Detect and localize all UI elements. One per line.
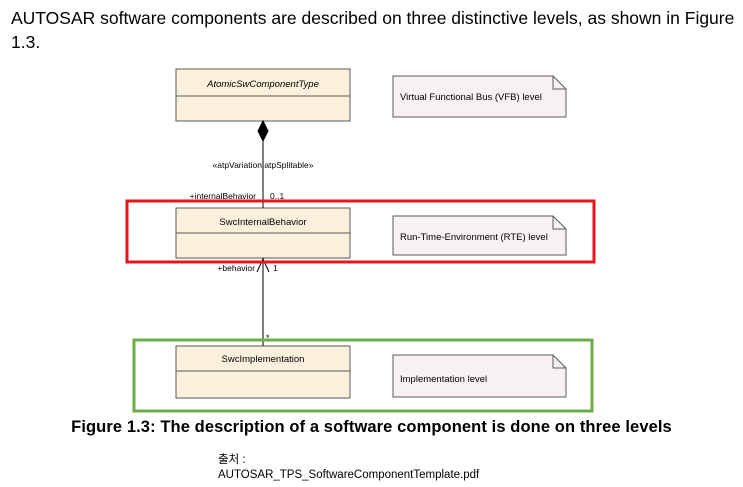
figure-caption: Figure 1.3: The description of a softwar… xyxy=(71,418,672,436)
class-name-atomic: AtomicSwComponentType xyxy=(206,79,319,90)
note-implementation-level: Implementation level xyxy=(392,354,567,398)
intro-paragraph: AUTOSAR software components are describe… xyxy=(11,8,735,52)
note-rte-level: Run-Time-Environment (RTE) level xyxy=(392,215,567,256)
class-swc-implementation: SwcImplementation xyxy=(175,345,351,399)
class-swc-internal-behavior: SwcInternalBehavior xyxy=(175,207,351,259)
composition-diamond xyxy=(257,119,269,143)
highlight-box-implementation xyxy=(132,338,594,413)
class-name-impl: SwcImplementation xyxy=(222,354,305,365)
class-atomic-sw-component-type: AtomicSwComponentType xyxy=(175,68,351,122)
source-label: 출처 : xyxy=(218,454,246,466)
composition-role: +internalBehavior xyxy=(190,191,257,201)
association-link: +behavior 1 * xyxy=(217,257,278,346)
note-text-impl: Implementation level xyxy=(400,374,487,385)
composition-stereotype: «atpVariation,atpSplitable» xyxy=(213,160,314,170)
source-file: AUTOSAR_TPS_SoftwareComponentTemplate.pd… xyxy=(218,469,480,481)
composition-multiplicity: 0..1 xyxy=(270,191,284,201)
composition-link: «atpVariation,atpSplitable» +internalBeh… xyxy=(190,119,314,208)
note-vfb-level: Virtual Functional Bus (VFB) level xyxy=(392,75,567,118)
association-multiplicity-top: 1 xyxy=(273,263,278,273)
highlight-box-rte xyxy=(125,199,596,264)
source-citation: 출처 : AUTOSAR_TPS_SoftwareComponentTempla… xyxy=(218,453,479,483)
class-name-internal: SwcInternalBehavior xyxy=(219,217,306,228)
association-arrowhead xyxy=(256,257,270,273)
association-multiplicity-bottom: * xyxy=(266,333,270,343)
note-text-rte: Run-Time-Environment (RTE) level xyxy=(400,232,548,243)
uml-diagram: AtomicSwComponentType SwcInternalBehavio… xyxy=(125,68,596,413)
association-role: +behavior xyxy=(217,263,255,273)
note-text-vfb: Virtual Functional Bus (VFB) level xyxy=(400,92,542,103)
